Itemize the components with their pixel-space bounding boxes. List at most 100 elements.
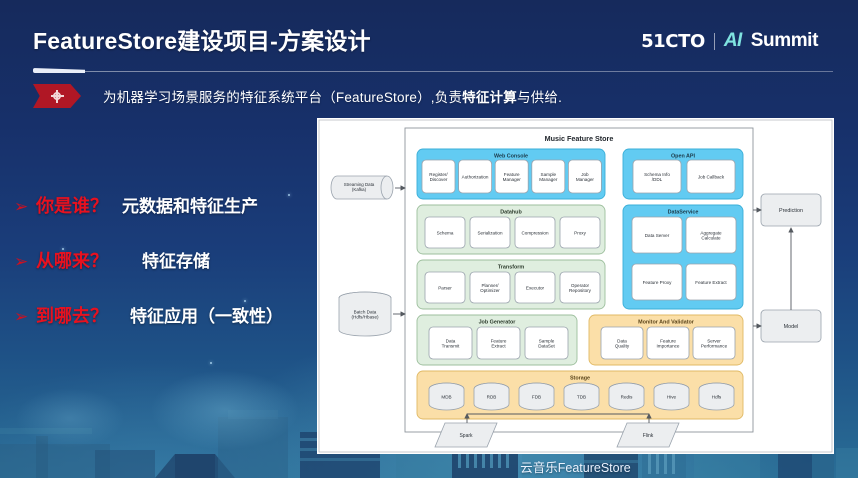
datahub-item-2[interactable] (514, 216, 556, 249)
monitor-validator-item-0[interactable] (600, 326, 644, 360)
flink-node-label: Flink (643, 433, 654, 439)
logo-ai-text: AI (723, 30, 742, 51)
monitor-validator-group-title: Monitor And Validator (638, 320, 695, 326)
bullet-question: 从哪来？ (36, 251, 108, 271)
web-console-item-2[interactable] (494, 159, 529, 194)
bullet-answer: 特征存储 (142, 252, 210, 271)
dataservice-item-1[interactable] (685, 216, 737, 254)
storage-item-6-top (698, 382, 735, 390)
job-generator-group-title: Job Generator (479, 320, 517, 326)
storage-item-6-label: Hdfs (712, 395, 722, 400)
job-generator-item-1[interactable] (476, 326, 521, 360)
arrow-right-icon: ➢ (14, 307, 29, 326)
subtitle-text-before: 为机器学习场景服务的特征系统平台（FeatureStore）,负责 (103, 90, 463, 105)
storage-item-0-label: MDB (441, 395, 451, 400)
subtitle-text-bold: 特征计算 (462, 90, 517, 105)
transform-item-0[interactable] (424, 271, 466, 304)
streaming-data-node-cap (380, 175, 388, 200)
web-console-group-title: Web Console (494, 154, 528, 160)
datahub-item-2-label: Compression (521, 231, 549, 236)
transform-item-1[interactable] (469, 271, 511, 304)
datahub-item-0-label: Schema (437, 231, 454, 236)
monitor-validator-item-2[interactable] (692, 326, 736, 360)
spark-node[interactable] (434, 422, 498, 448)
transform-item-2[interactable] (514, 271, 556, 304)
model-node-label: Model (784, 324, 799, 330)
dataservice-item-2-label: Feature Proxy (643, 280, 673, 285)
sparkle-dot (210, 362, 212, 364)
storage-item-4-top (608, 382, 645, 390)
storage-item-1-top (473, 382, 510, 390)
transform-group-title: Transform (498, 265, 525, 271)
chevron-target-icon (33, 84, 81, 108)
web-console-item-0[interactable] (421, 159, 456, 194)
open-api-group-title: Open API (671, 154, 696, 160)
sparkle-dot (244, 300, 246, 302)
page-title: FeatureStore建设项目-方案设计 (33, 28, 371, 54)
storage-item-2-label: FDB (532, 395, 541, 400)
open-api-item-1[interactable] (686, 159, 736, 194)
open-api-item-1-label: Job Callback (698, 175, 725, 180)
music-feature-store-title: Music Feature Store (545, 134, 614, 143)
datahub-item-1-label: Serialization (477, 231, 502, 236)
dataservice-item-2[interactable] (631, 263, 683, 301)
subtitle-text: 为机器学习场景服务的特征系统平台（FeatureStore）,负责特征计算与供给… (103, 86, 562, 106)
job-generator-item-0[interactable] (428, 326, 473, 360)
job-generator-item-2[interactable] (524, 326, 569, 360)
dataservice-item-0-label: Data Server (645, 233, 670, 238)
transform-item-3[interactable] (559, 271, 601, 304)
diagram-caption: 云音乐FeatureStore (520, 461, 631, 475)
datahub-item-3[interactable] (559, 216, 601, 249)
music-feature-store-container (404, 127, 754, 433)
transform-item-0-label: Parser (438, 286, 452, 291)
subtitle-row: 为机器学习场景服务的特征系统平台（FeatureStore）,负责特征计算与供给… (33, 84, 562, 108)
dataservice-item-3[interactable] (685, 263, 737, 301)
web-console-item-1[interactable] (458, 159, 493, 194)
brand-logo: 51CTO AI Summit (641, 30, 818, 52)
web-console-item-3[interactable] (531, 159, 566, 194)
storage-item-1-label: RDB (487, 395, 497, 400)
list-item: ➢ 到哪去？ 特征应用（一致性） (14, 302, 283, 328)
web-console-item-0-label: Register/Discover (429, 172, 448, 182)
transform-item-1-label: Planner/Optimizer (480, 283, 500, 293)
storage-item-5-label: Hive (667, 395, 677, 400)
flink-node[interactable] (616, 422, 680, 448)
storage-group-title: Storage (570, 376, 590, 382)
sparkle-dot (288, 194, 290, 196)
datahub-group-title: Datahub (500, 210, 522, 216)
datahub-item-0[interactable] (424, 216, 466, 249)
storage-item-3-top (563, 382, 600, 390)
storage-item-5-top (653, 382, 690, 390)
datahub-item-1[interactable] (469, 216, 511, 249)
dataservice-item-3-label: Feature Extract (695, 280, 727, 285)
batch-data-node-top (338, 291, 392, 299)
bullet-answer: 元数据和特征生产 (122, 197, 258, 216)
web-console-item-4[interactable] (567, 159, 602, 194)
datahub-item-3-label: Proxy (574, 231, 586, 236)
streaming-data-node-label: Streaming Data(Kafka) (344, 182, 375, 192)
storage-item-3-label: TDB (577, 395, 586, 400)
open-api-item-0[interactable] (632, 159, 682, 194)
dataservice-item-0[interactable] (631, 216, 683, 254)
transform-item-2-label: Executor (526, 286, 545, 291)
storage-item-2-top (518, 382, 555, 390)
storage-item-0-top (428, 382, 465, 390)
open-api-item-0-label: Schema Info/DDL (644, 172, 670, 182)
header-divider-cap (33, 68, 85, 73)
monitor-validator-item-1[interactable] (646, 326, 690, 360)
bullet-list: ➢ 你是谁？ 元数据和特征生产 ➢ 从哪来？ 特征存储 ➢ 到哪去？ 特征应用（… (14, 192, 283, 357)
logo-divider (713, 32, 715, 50)
storage-item-4-label: Redis (621, 395, 633, 400)
bullet-question: 到哪去？ (36, 306, 108, 326)
